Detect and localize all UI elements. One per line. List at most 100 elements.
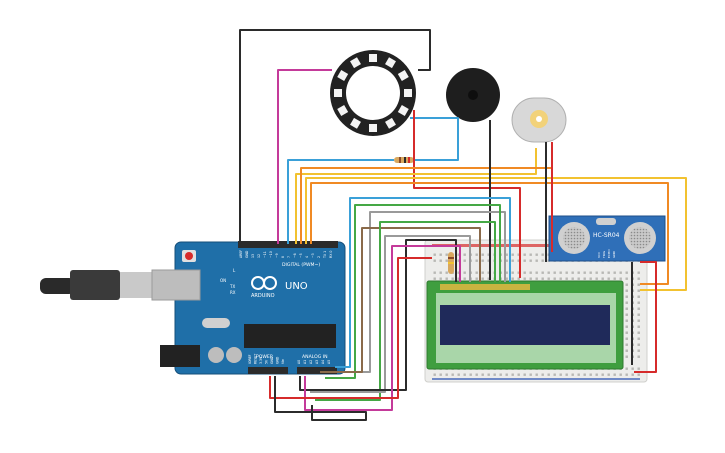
pin-label: ~3 (311, 253, 315, 258)
wire-green-lcd-2 (315, 221, 496, 401)
neopixel-led (350, 57, 361, 69)
wire-magenta-ring (277, 69, 332, 244)
pin-label: 2 (317, 256, 321, 258)
pin-label: A5 (327, 360, 331, 364)
pin-label: AREF (239, 250, 243, 258)
pin-label: RX 0 (329, 251, 333, 258)
neopixel-led (350, 117, 361, 129)
pin-label: ~11 (263, 251, 267, 258)
capacitor-1 (208, 347, 224, 363)
sensor-crystal (596, 218, 616, 225)
wire-gray-lcd-2 (310, 235, 471, 393)
pin-label: A0 (297, 360, 301, 364)
wire-orange-long (310, 182, 669, 285)
led-label-rx: RX (230, 290, 236, 295)
lcd-display (426, 280, 624, 370)
arduino-logo-text: ARDUINO (251, 293, 275, 299)
sensor-pin-label: GND (612, 250, 616, 258)
pin-label: ~6 (293, 253, 297, 258)
pin-label: 13 (251, 254, 255, 258)
dc-motor (511, 97, 567, 143)
arduino-uno-board: DIGITAL (PWM~) ARDUINO UNO L TX RX ON PO… (40, 241, 346, 375)
wire-orange-motor (300, 148, 553, 244)
lcd-screen (440, 305, 610, 345)
model-label: UNO (285, 281, 308, 292)
analog-label: ANALOG IN (302, 354, 328, 360)
neopixel-led (337, 105, 349, 116)
usb-cable (40, 269, 201, 301)
neopixel-led (337, 70, 349, 81)
pin-label: 4 (305, 256, 309, 258)
pin-label: A4 (321, 360, 325, 364)
led-label-tx: TX (229, 284, 235, 289)
pin-label: A3 (315, 360, 319, 364)
ring-leds (334, 54, 412, 132)
resistor-top (394, 157, 414, 163)
pin-label: 7 (287, 256, 291, 258)
wire-red-ring (413, 110, 521, 278)
wire-black-power (274, 376, 367, 421)
sensor-pin-label: TRIG (602, 250, 606, 259)
neopixel-led (397, 70, 409, 81)
pin-label: RESET (254, 354, 258, 364)
power-header (248, 367, 288, 374)
sensor-pin-label: VCC (597, 252, 601, 258)
wire-red-power (269, 257, 432, 399)
neopixel-led (369, 54, 377, 62)
pin-label: TX 1 (323, 251, 327, 259)
arduino-logo (251, 276, 277, 290)
pin-label: 5V (265, 359, 269, 364)
pin-label: ~10 (269, 251, 273, 258)
wire-brown-lcd (320, 227, 481, 373)
neopixel-led (404, 89, 412, 97)
pin-label: A1 (303, 360, 307, 364)
pin-label: GND (270, 356, 274, 364)
pin-label: ~9 (275, 253, 279, 258)
analog-header (297, 367, 337, 374)
wire-blue-ring (410, 117, 459, 161)
atmega-chip (244, 324, 336, 348)
lcd-header-pins (440, 284, 530, 290)
wire-red-rail-right (634, 261, 657, 373)
sensor-label: HC-SR04 (593, 232, 620, 239)
power-label: POWER (256, 354, 274, 360)
resistor-breadboard (448, 252, 454, 274)
piezo-buzzer (446, 68, 500, 122)
neopixel-led (385, 117, 396, 129)
digital-header (238, 241, 338, 248)
pin-label: 12 (257, 254, 261, 258)
capacitor-2 (226, 347, 242, 363)
neopixel-led (397, 105, 409, 116)
led-label-l: L (233, 268, 236, 273)
digital-label: DIGITAL (PWM~) (282, 262, 320, 268)
led-label-on: ON (220, 278, 226, 283)
pin-label: 3.3V (259, 356, 263, 364)
wire-magenta-lcd (304, 245, 461, 411)
neopixel-led (369, 124, 377, 132)
pin-label: ~5 (299, 253, 303, 258)
pin-label: A2 (309, 360, 313, 364)
wire-yellow-long (305, 177, 687, 291)
pin-label: GND (245, 250, 249, 258)
wire-blue-lcd (335, 197, 511, 368)
wire-green-lcd-1 (325, 204, 501, 379)
neopixel-ring (330, 50, 416, 136)
wires (239, 29, 687, 421)
pin-label: 8 (281, 256, 285, 258)
wire-blue-resistor (287, 159, 394, 244)
power-jack (160, 345, 200, 367)
pin-label: Vin (281, 359, 285, 364)
pin-label: GND (276, 356, 280, 364)
sensor-pin-label: ECHO (607, 249, 611, 258)
neopixel-led (385, 57, 396, 69)
crystal (202, 318, 230, 328)
wire-yellow-sensor (295, 148, 537, 244)
wire-black-ring-gnd (239, 29, 431, 244)
pin-label: IOREF (248, 354, 252, 364)
